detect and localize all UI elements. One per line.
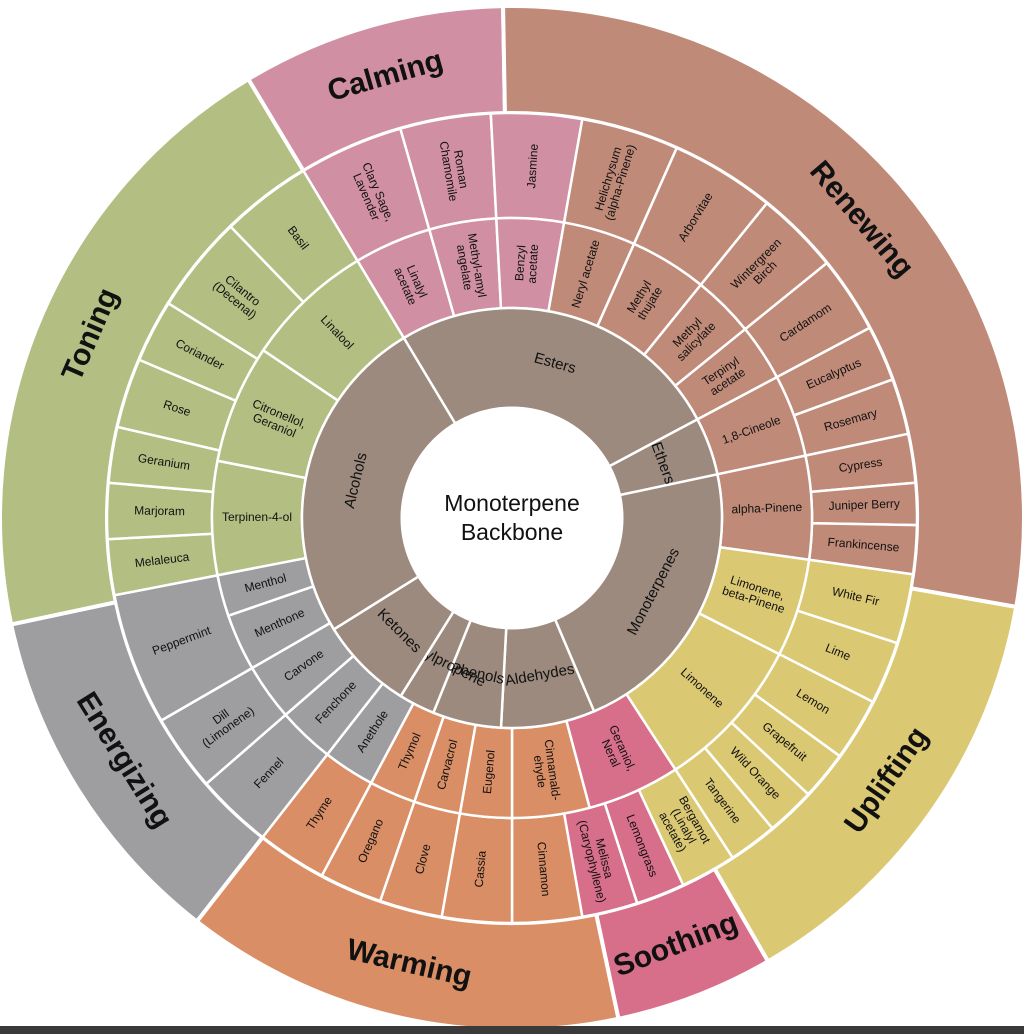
oil-label-jasmine: Jasmine	[524, 143, 541, 189]
compound-label-eugenol: Eugenol	[480, 749, 498, 794]
oil-label-cinnamon: Cinnamon	[534, 841, 553, 897]
oil-label-marjoram: Marjoram	[134, 504, 185, 519]
oil-label-frankincense: Frankincense	[827, 535, 900, 555]
compound-label-terpinen-4-ol: Terpinen-4-ol	[222, 510, 292, 524]
center-circle	[400, 406, 624, 630]
center-title-line2: Backbone	[461, 519, 563, 545]
compound-label-cinnamald-ehyde: Cinnamald-ehyde	[529, 739, 563, 803]
oil-label-melaleuca: Melaleuca	[134, 550, 190, 571]
compound-label-alpha-pinene: alpha-Pinene	[731, 500, 802, 516]
oil-label-juniper-berry: Juniper Berry	[828, 497, 900, 513]
compound-label-benzyl-acetate: Benzylacetate	[512, 243, 541, 284]
oil-label-cypress: Cypress	[838, 455, 884, 475]
chemical-family-ring: EstersEthersMonoterpenesAldehydesPhenols…	[300, 306, 724, 730]
center-title-line1: Monoterpene	[444, 490, 580, 516]
bottom-edge-bar	[0, 1026, 1024, 1034]
oil-label-cassia: Cassia	[472, 850, 489, 888]
